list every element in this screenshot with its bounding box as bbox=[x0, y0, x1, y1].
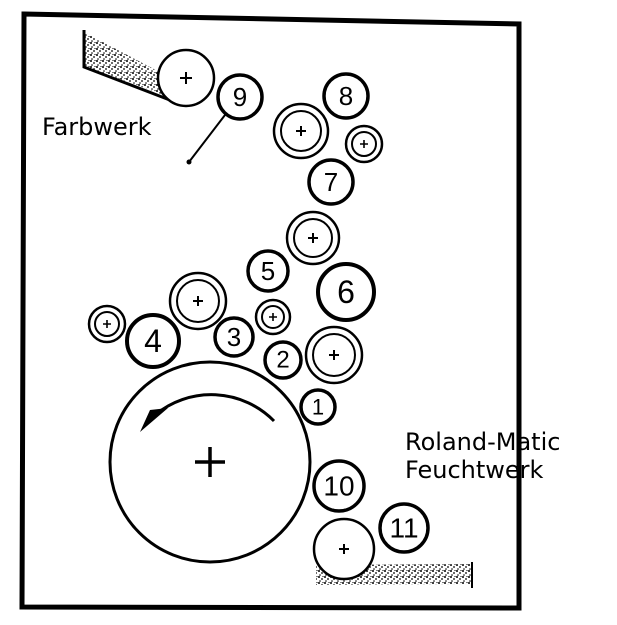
roller-9-label: 9 bbox=[233, 82, 247, 112]
frame-outline bbox=[19, 11, 522, 611]
roller-2: 2 bbox=[263, 340, 303, 380]
roller-8-label: 8 bbox=[339, 81, 353, 111]
dampening-unit-label-line2: Feuchtwerk bbox=[405, 456, 544, 484]
small-double-roller-upper bbox=[344, 124, 384, 164]
roller-1-label: 1 bbox=[312, 395, 324, 420]
plate-cylinder bbox=[108, 360, 312, 564]
roller-4: 4 bbox=[125, 313, 181, 369]
roller-3-label: 3 bbox=[227, 322, 241, 352]
roller-6-label: 6 bbox=[337, 274, 355, 310]
roller-3: 3 bbox=[213, 316, 255, 358]
roller-10-label: 10 bbox=[323, 471, 354, 502]
roller-7: 7 bbox=[307, 158, 355, 206]
double-roller-upper bbox=[272, 102, 330, 160]
dampening-unit-label-line1: Roland-Matic bbox=[405, 428, 561, 456]
roller-8: 8 bbox=[322, 72, 370, 120]
pointer-dot bbox=[186, 159, 192, 165]
pointer-line bbox=[188, 114, 226, 163]
roller-4-label: 4 bbox=[144, 323, 162, 359]
double-roller-right bbox=[304, 325, 364, 385]
inking-unit-label: Farbwerk bbox=[42, 113, 152, 141]
double-roller-middle bbox=[285, 210, 341, 266]
rotation-arrow bbox=[140, 393, 276, 432]
roller-5: 5 bbox=[246, 249, 290, 293]
roller-6: 6 bbox=[316, 262, 376, 322]
roller-11: 11 bbox=[378, 502, 430, 554]
roller-9: 9 bbox=[216, 73, 264, 121]
roller-2-label: 2 bbox=[276, 347, 289, 374]
roller-11-label: 11 bbox=[389, 513, 418, 544]
water-fountain-roller bbox=[312, 517, 376, 581]
double-roller-left bbox=[168, 271, 228, 331]
roller-5-label: 5 bbox=[261, 256, 275, 286]
roller-1: 1 bbox=[299, 388, 337, 426]
small-double-roller-center bbox=[254, 298, 292, 336]
ink-fountain-roller bbox=[156, 48, 216, 108]
small-double-roller-left bbox=[87, 304, 127, 344]
roller-10: 10 bbox=[312, 459, 366, 513]
roller-7-label: 7 bbox=[324, 167, 338, 197]
